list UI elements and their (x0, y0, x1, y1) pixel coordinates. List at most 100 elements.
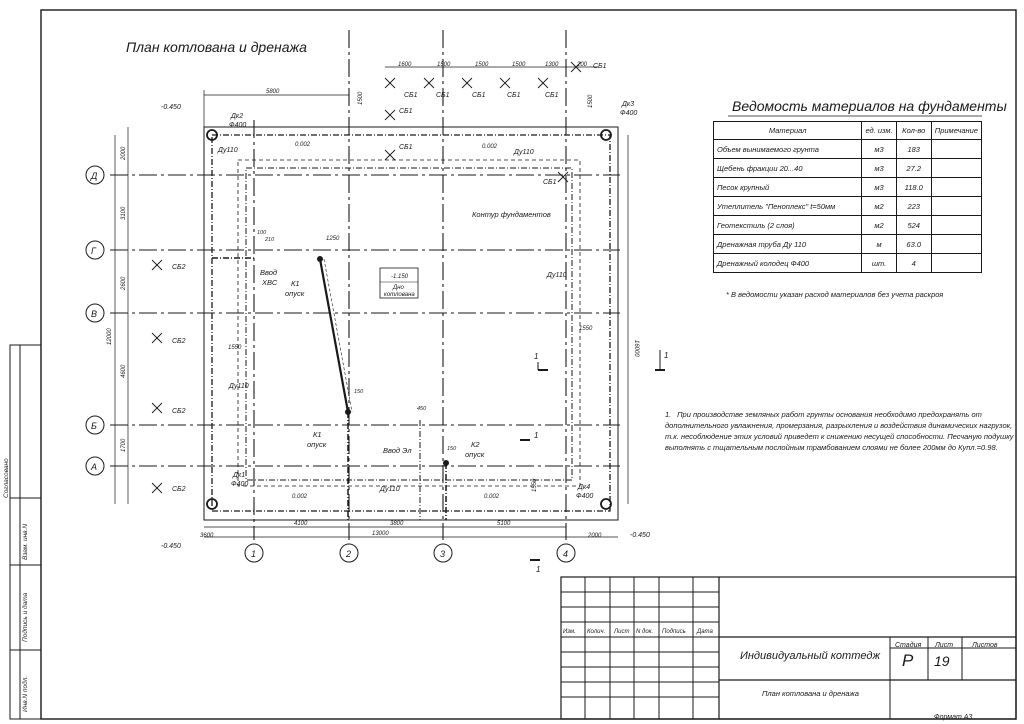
side-signature-date: Подпись и дата (22, 592, 29, 642)
material-note (930, 234, 983, 254)
material-qty: 183 (895, 139, 932, 159)
section-mark-4: 1 (536, 565, 540, 574)
note-text: При производстве земляных работ грунты о… (665, 410, 1014, 452)
materials-title: Ведомость материалов на фундаменты (732, 98, 1007, 114)
stamp-col-kolich: Колич. (587, 629, 606, 635)
material-name: Утеплитель "Пеноплекс" t=50мм (712, 196, 863, 216)
slope-3: 0.002 (292, 494, 308, 500)
materials-header-row: Материал ед. изм. Кол-во Примечание (712, 121, 983, 140)
material-note (930, 253, 983, 273)
sb2-2: СБ2 (172, 338, 186, 345)
axis-label-v: В (91, 309, 97, 319)
dim-top-2: 1500 (437, 62, 451, 68)
dim-12000: 12000 (107, 328, 113, 345)
axis-label-d: Д (90, 171, 98, 181)
pipe-label-3: Ду110 (546, 272, 567, 279)
dim-5800: 5800 (266, 89, 280, 95)
dim-1500-right: 1500 (588, 94, 594, 108)
dim-1250: 1250 (326, 236, 340, 242)
dim-top-5: 1300 (545, 62, 559, 68)
side-inventory: Инв.N подл. (22, 675, 29, 712)
dim-left-3: 2600 (121, 276, 127, 291)
k1-bottom-name: К1 (313, 430, 322, 439)
material-unit: м2 (861, 196, 897, 216)
vvod-hvs-1: Ввод (260, 268, 277, 277)
dim-2000: 2000 (587, 533, 602, 539)
pipe-label-2: Ду110 (513, 149, 534, 156)
axis-label-4: 4 (563, 549, 568, 559)
well-dk2-name: Дк2 (230, 113, 243, 120)
axis-label-3: 3 (440, 549, 445, 559)
sb1-4: СБ1 (507, 92, 521, 99)
dim-bottom-2: 3800 (390, 521, 404, 527)
dim-top-1: 1600 (398, 62, 412, 68)
vvod-hvs-2: ХВС (261, 278, 278, 287)
sb2-4: СБ2 (172, 486, 186, 493)
slope-2: 0.002 (482, 144, 498, 150)
pit-level: -1.150 (391, 274, 409, 280)
dim-bottom-total: 13000 (372, 531, 389, 537)
materials-header-material: Материал (712, 121, 863, 140)
material-name: Щебень фракции 20...40 (712, 158, 863, 178)
dim-16000: 16000 (633, 340, 639, 357)
section-mark-3: 1 (534, 431, 538, 440)
section-mark-2: 1 (664, 351, 668, 360)
materials-header-note: Примечание (930, 121, 983, 140)
dim-left-4: 4600 (121, 364, 127, 378)
well-dk3-name: Дк3 (621, 101, 634, 108)
sb1-6: СБ1 (593, 63, 607, 70)
material-name: Дренажная труба Ду 110 (712, 234, 863, 254)
note-number: 1. (665, 410, 672, 419)
level-bottom-left: -0.450 (161, 543, 181, 550)
dim-bottom-3: 5100 (497, 521, 511, 527)
stamp-project: Индивидуальный коттедж (740, 650, 881, 662)
slope-4: 0.002 (484, 494, 500, 500)
material-note (930, 215, 983, 235)
dim-450: 450 (417, 406, 427, 412)
material-note (930, 196, 983, 216)
sb1-1: СБ1 (404, 92, 418, 99)
pipe-label-5: Ду110 (379, 486, 400, 493)
dim-left-5: 1700 (121, 438, 127, 452)
contour-label: Контур фундаментов (472, 210, 551, 219)
dim-150-b: 150 (447, 446, 457, 452)
stamp-sheets-header: Листов (972, 642, 998, 649)
material-name: Объем вынимаемого грунта (712, 139, 863, 159)
k2-opusk: опуск (465, 450, 485, 459)
material-qty: 223 (895, 196, 932, 216)
dim-1550-right: 1550 (579, 326, 593, 332)
dim-1550-bottom: 1550 (532, 478, 538, 492)
stamp-stage-header: Стадия (895, 642, 922, 649)
side-replacement: Взам. инв.N (22, 523, 29, 560)
sb1-8: СБ1 (399, 144, 413, 151)
stamp-sheet-header: Лист (935, 642, 954, 649)
dim-150-a: 150 (354, 389, 364, 395)
stamp-sheet-name: План котлована и дренажа (762, 689, 859, 698)
well-dk2-diam: Ф400 (229, 122, 246, 129)
sheet-format: Формат А3 (934, 714, 973, 721)
sb2-1: СБ2 (172, 264, 186, 271)
plan-title: План котлована и дренажа (126, 39, 307, 55)
stamp-col-list: Лист (614, 629, 630, 635)
material-unit: шт. (861, 253, 897, 273)
material-qty: 27.2 (895, 158, 932, 178)
pit-label-2: котлована (384, 292, 415, 298)
well-dk3-diam: Ф400 (620, 110, 637, 117)
stamp-col-data: Дата (697, 629, 713, 635)
sb1-3: СБ1 (472, 92, 486, 99)
material-unit: м3 (861, 139, 897, 159)
stamp-stage-value: Р (902, 651, 914, 670)
dim-1500-top: 1500 (358, 91, 364, 105)
dim-3600: 3600 (200, 533, 214, 539)
pit-label-1: Дно (392, 285, 405, 291)
k1-bottom-opusk: опуск (307, 440, 327, 449)
vvod-el: Ввод Эл (383, 446, 412, 455)
dim-1550-left: 1550 (228, 345, 242, 351)
material-unit: м3 (861, 158, 897, 178)
